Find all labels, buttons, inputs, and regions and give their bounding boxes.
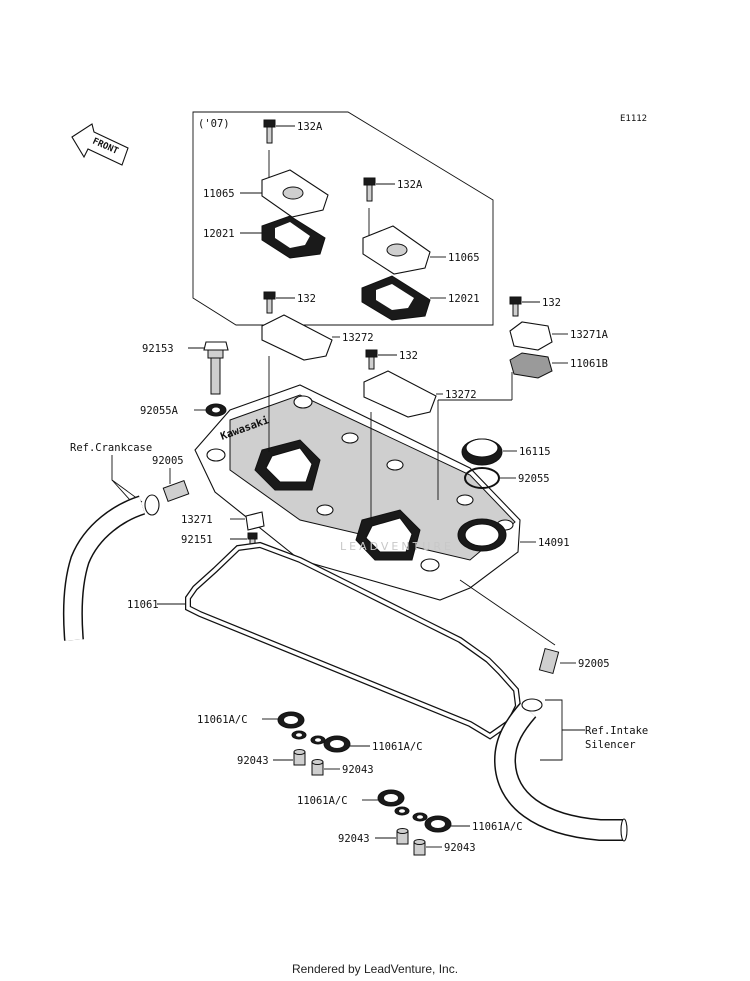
label-12021-b: 12021 — [448, 293, 480, 305]
label-ref-intake-1: Ref.Intake — [585, 725, 648, 737]
oil-filler-cap-16115 — [461, 438, 503, 466]
washer-small-c — [394, 806, 410, 816]
label-11061AC-d: 11061A/C — [472, 821, 523, 833]
washer-small-d — [412, 812, 428, 822]
label-11065-b: 11065 — [448, 252, 480, 264]
cap-13271A — [509, 321, 568, 351]
label-92055: 92055 — [518, 473, 550, 485]
bolt-132A-a — [263, 119, 295, 144]
label-11061: 11061 — [127, 599, 159, 611]
label-13271: 13271 — [181, 514, 213, 526]
bolt-132-c — [509, 296, 540, 317]
inset-07-box: ('07) — [192, 111, 494, 326]
seal-11061AC-b — [323, 735, 351, 753]
label-16115: 16115 — [519, 446, 551, 458]
label-13271A: 13271A — [570, 329, 609, 341]
label-92153: 92153 — [142, 343, 174, 355]
label-11061AC-a: 11061A/C — [197, 714, 248, 726]
hose-clamp-crankcase — [144, 494, 160, 516]
sleeve-92043-b — [311, 759, 324, 776]
washer-small-a — [291, 730, 307, 740]
cylinder-head-cover-14091: Kawasaki — [167, 384, 521, 601]
o-ring-92055 — [464, 467, 500, 489]
cover-plate-11065-a — [261, 150, 329, 218]
watermark: LEADVENTURE — [340, 540, 454, 553]
label-132-a: 132 — [297, 293, 316, 305]
label-13272-a: 13272 — [342, 332, 374, 344]
bolt-92153 — [203, 341, 229, 395]
gasket-12021-a — [261, 215, 326, 259]
breather-hose-intake — [493, 702, 628, 842]
label-92151: 92151 — [181, 534, 213, 546]
plate-13272-b — [363, 370, 443, 418]
sleeve-92043-c — [396, 828, 409, 845]
label-132A-a: 132A — [297, 121, 323, 133]
seal-11061AC-c — [377, 789, 405, 807]
gasket-12021-b — [361, 275, 431, 321]
label-11065-a: 11065 — [203, 188, 235, 200]
label-92005-b: 92005 — [578, 658, 610, 670]
footer-credit: Rendered by LeadVenture, Inc. — [291, 962, 459, 976]
fitting-92005-b — [538, 647, 560, 675]
washer-small-b — [310, 735, 326, 745]
label-11061AC-b: 11061A/C — [372, 741, 423, 753]
label-13272-b: 13272 — [445, 389, 477, 401]
label-14091: 14091 — [538, 537, 570, 549]
grommet-92055A — [205, 403, 227, 417]
fitting-92005-a — [162, 480, 190, 502]
sleeve-92043-a — [293, 749, 306, 766]
label-ref-intake-2: Silencer — [585, 739, 636, 751]
diagram-code: E1112 — [620, 114, 647, 124]
hose-clamp-intake — [521, 698, 543, 712]
bolt-132-a — [263, 291, 295, 314]
label-92055A: 92055A — [140, 405, 179, 417]
label-12021-a: 12021 — [203, 228, 235, 240]
plate-13271 — [245, 511, 265, 531]
seal-11061AC-d — [424, 815, 452, 833]
label-132-c: 132 — [542, 297, 561, 309]
seal-11061AC-a — [277, 711, 305, 729]
gasket-11061B — [509, 352, 568, 379]
label-92005-a: 92005 — [152, 455, 184, 467]
breather-hose-crankcase — [62, 495, 146, 641]
label-11061AC-c: 11061A/C — [297, 795, 348, 807]
label-132A-b: 132A — [397, 179, 423, 191]
label-92043-d: 92043 — [444, 842, 476, 854]
label-ref-crankcase: Ref.Crankcase — [70, 442, 152, 454]
head-cover-gasket-11061 — [185, 541, 522, 740]
label-92043-a: 92043 — [237, 755, 269, 767]
cover-plate-11065-b — [362, 208, 431, 275]
inset-label: ('07) — [198, 118, 230, 130]
label-132-b: 132 — [399, 350, 418, 362]
plate-13272-a — [261, 314, 340, 361]
bolt-132A-b — [363, 177, 395, 202]
label-92043-b: 92043 — [342, 764, 374, 776]
sleeve-92043-d — [413, 839, 426, 856]
front-arrow-icon: FRONT — [71, 123, 129, 166]
bolt-132-b — [365, 349, 397, 370]
label-11061B: 11061B — [570, 358, 608, 370]
label-92043-c: 92043 — [338, 833, 370, 845]
